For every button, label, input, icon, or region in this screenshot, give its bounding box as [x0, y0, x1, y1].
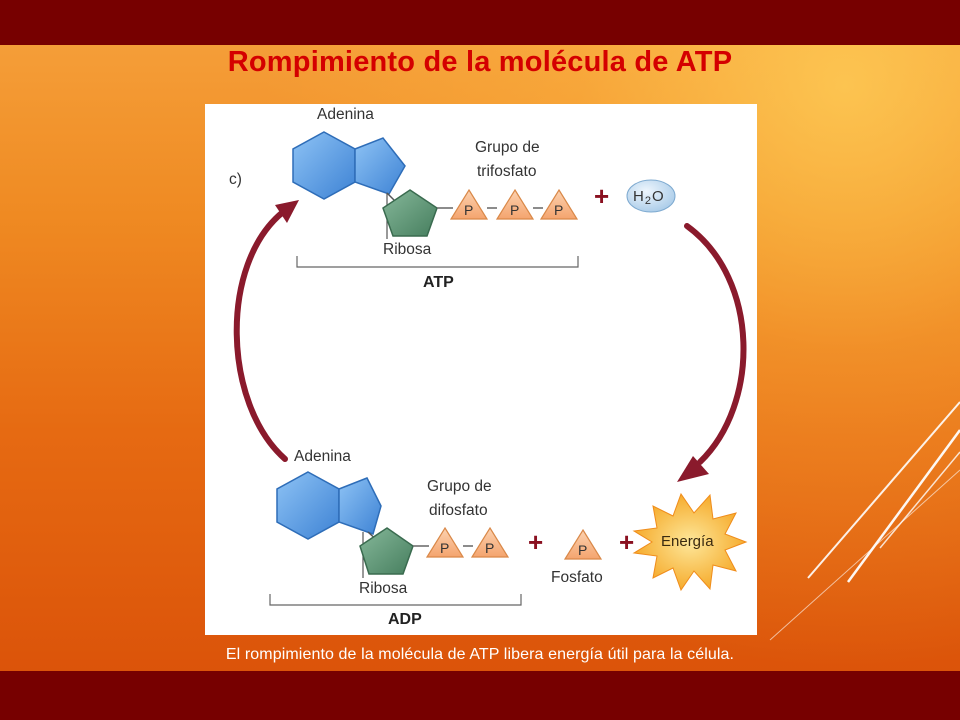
deco-line-1: [807, 401, 960, 579]
adp-group-label-line1: Grupo de: [427, 478, 492, 495]
atp-name-label: ATP: [423, 274, 454, 291]
atp-phosphate-1-label: P: [464, 202, 474, 218]
atp-phosphate-icons: [449, 188, 579, 220]
right-cycle-arrow: [684, 223, 747, 465]
adp-name-label: ADP: [388, 611, 422, 628]
deco-line-2: [846, 429, 960, 583]
energy-label: Energía: [661, 533, 714, 550]
atp-phosphate-3-label: P: [554, 202, 564, 218]
free-phosphate-symbol: P: [578, 542, 588, 558]
panel-label: c): [229, 171, 242, 188]
adp-phosphate-2-label: P: [485, 540, 495, 556]
adp-bracket: [269, 594, 522, 606]
adp-ribose-label: Ribosa: [359, 580, 408, 597]
adp-adenine-label: Adenina: [294, 448, 351, 465]
adp-phosphate-icons: [425, 526, 510, 558]
plus-sign-2: +: [528, 527, 544, 557]
deco-line-3: [879, 451, 960, 549]
atp-phosphate-2-label: P: [510, 202, 520, 218]
atp-diagram-panel: c) Adenina Grupo de trifosfato Ribosa AT…: [205, 104, 757, 635]
energy-burst-icon: [632, 492, 748, 592]
water-droplet-icon: [626, 179, 676, 213]
water-subscript: 2: [644, 195, 651, 207]
top-band: [0, 0, 960, 45]
atp-bracket: [296, 256, 579, 268]
atp-group-label-line2: trifosfato: [477, 163, 537, 180]
free-phosphate-icon: [563, 528, 603, 560]
adp-adenine-icon: [276, 471, 382, 540]
free-phosphate-label: Fosfato: [551, 569, 603, 586]
atp-adenine-label: Adenina: [317, 106, 374, 123]
adp-group-label-line2: difosfato: [429, 502, 488, 519]
plus-sign-3: +: [619, 527, 635, 557]
water-o: O: [651, 188, 664, 205]
diagram-graphics: [233, 131, 748, 606]
left-cycle-arrow: [233, 209, 288, 462]
water-h: H: [633, 188, 644, 205]
atp-group-label-line1: Grupo de: [475, 139, 540, 156]
deco-line-4: [769, 469, 960, 641]
adp-phosphate-1-label: P: [440, 540, 450, 556]
atp-ribose-icon: [382, 189, 438, 237]
slide-title: Rompimiento de la molécula de ATP: [227, 46, 733, 78]
left-arrow-head: [275, 200, 299, 223]
atp-adenine-icon: [292, 131, 406, 200]
plus-sign-1: +: [594, 181, 610, 211]
water-label: H2O: [633, 187, 664, 208]
right-arrow-head: [677, 456, 709, 482]
slide-caption: El rompimiento de la molécula de ATP lib…: [225, 646, 735, 663]
adp-ribose-icon: [359, 527, 414, 575]
bottom-band: [0, 671, 960, 720]
atp-ribose-label: Ribosa: [383, 241, 432, 258]
